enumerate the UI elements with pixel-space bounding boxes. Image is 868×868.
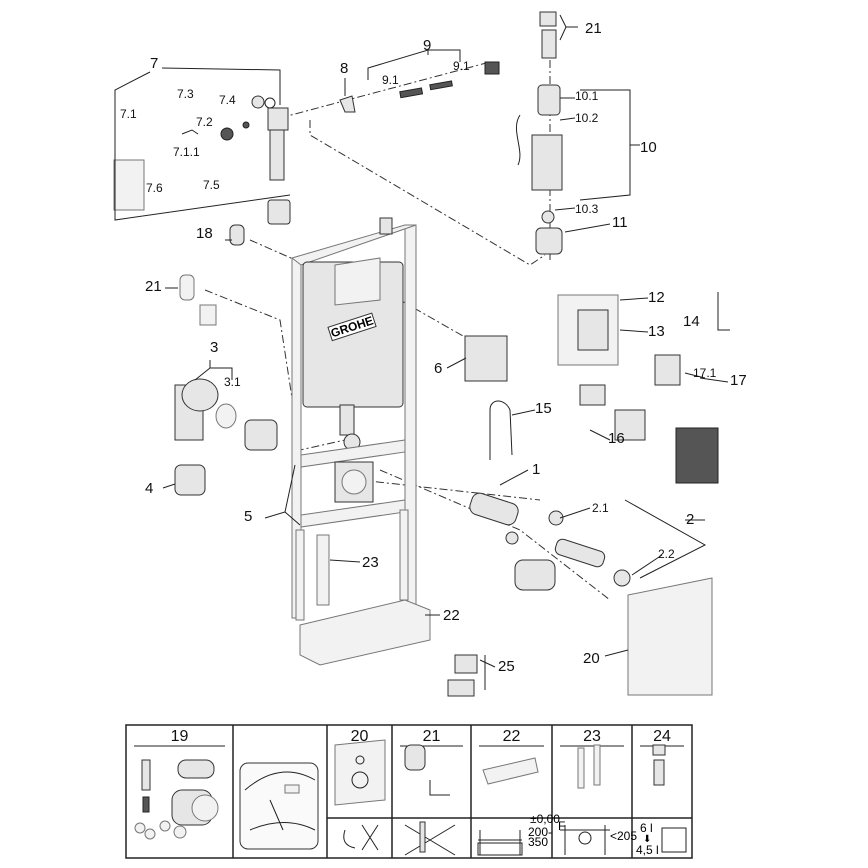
callout-label: 17.1 (693, 366, 717, 380)
callout-label: 16 (608, 430, 625, 447)
table-21-icons (404, 744, 456, 856)
callout-label: 21 (585, 20, 602, 37)
callout-label: 7 (150, 55, 158, 72)
table-24-icons: 6 l ⬇ 4,5 l (636, 744, 687, 857)
table-20-icons (334, 739, 386, 851)
callout-label: 13 (648, 323, 665, 340)
callout-label: 3 (210, 339, 218, 356)
callout-label: 12 (648, 289, 665, 306)
table-header: 21 (423, 728, 441, 745)
callout-label: 4 (145, 480, 153, 497)
table-header: 20 (351, 728, 369, 745)
callout-label: 18 (196, 225, 213, 242)
callout-label: 7.2 (196, 115, 213, 129)
svg-text:±0,00: ±0,00 (530, 812, 560, 826)
leader-lines (114, 14, 729, 690)
callout-label: 25 (498, 658, 515, 675)
callout-label: 10.3 (575, 202, 599, 216)
callout-label: 15 (535, 400, 552, 417)
callout-label: 23 (362, 554, 379, 571)
callout-label: 20 (583, 650, 600, 667)
callout-label: 7.5 (203, 178, 220, 192)
callout-label: 10.2 (575, 111, 599, 125)
callout-label: 21 (145, 278, 162, 295)
table-header: 23 (583, 728, 601, 745)
arrow-down-icon: ⬇ (643, 834, 651, 845)
reference-table: 19 20 21 22 23 24 ±0,00 200- 350 (125, 724, 693, 859)
installed-toilet-illustration (239, 762, 319, 850)
svg-text:350: 350 (528, 835, 548, 849)
callout-label: 10 (640, 139, 657, 156)
callout-label: 7.1 (120, 107, 137, 121)
callout-label: 3.1 (224, 375, 241, 389)
callout-label: 5 (244, 508, 252, 525)
table-header: 19 (171, 728, 189, 745)
table-header: 22 (503, 728, 521, 745)
callout-label: 22 (443, 607, 460, 624)
callout-label: 7.1.1 (173, 145, 200, 159)
table-23-icons: F <205 (558, 744, 637, 855)
callout-label: 10.1 (575, 89, 599, 103)
callout-label: 9 (423, 37, 431, 54)
callout-label: 7.6 (146, 181, 163, 195)
svg-text:6 l: 6 l (640, 821, 653, 835)
mounting-frame: GROHE (290, 217, 417, 621)
callout-label: 8 (340, 60, 348, 77)
callout-label: 2 (686, 511, 694, 528)
parts (113, 11, 730, 697)
callout-label: 6 (434, 360, 442, 377)
callout-label: 7.3 (177, 87, 194, 101)
svg-text:<205: <205 (610, 829, 637, 843)
table-22-icons: ±0,00 200- 350 (477, 757, 560, 856)
callout-label: 2.1 (592, 501, 609, 515)
callout-label: 14 (683, 313, 700, 330)
callout-label: 9.1 (382, 73, 399, 87)
callout-label: 17 (730, 372, 747, 389)
callout-label: 11 (612, 214, 628, 231)
table-header: 24 (653, 728, 671, 745)
svg-text:F: F (558, 819, 565, 833)
callout-label: 2.2 (658, 547, 675, 561)
callout-label: 7.4 (219, 93, 236, 107)
svg-text:4,5 l: 4,5 l (636, 843, 659, 857)
callout-label: 9.1 (453, 59, 470, 73)
svg-text:200-: 200- (528, 825, 552, 839)
callout-label: 1 (532, 461, 540, 478)
table-19-icons (134, 759, 219, 840)
